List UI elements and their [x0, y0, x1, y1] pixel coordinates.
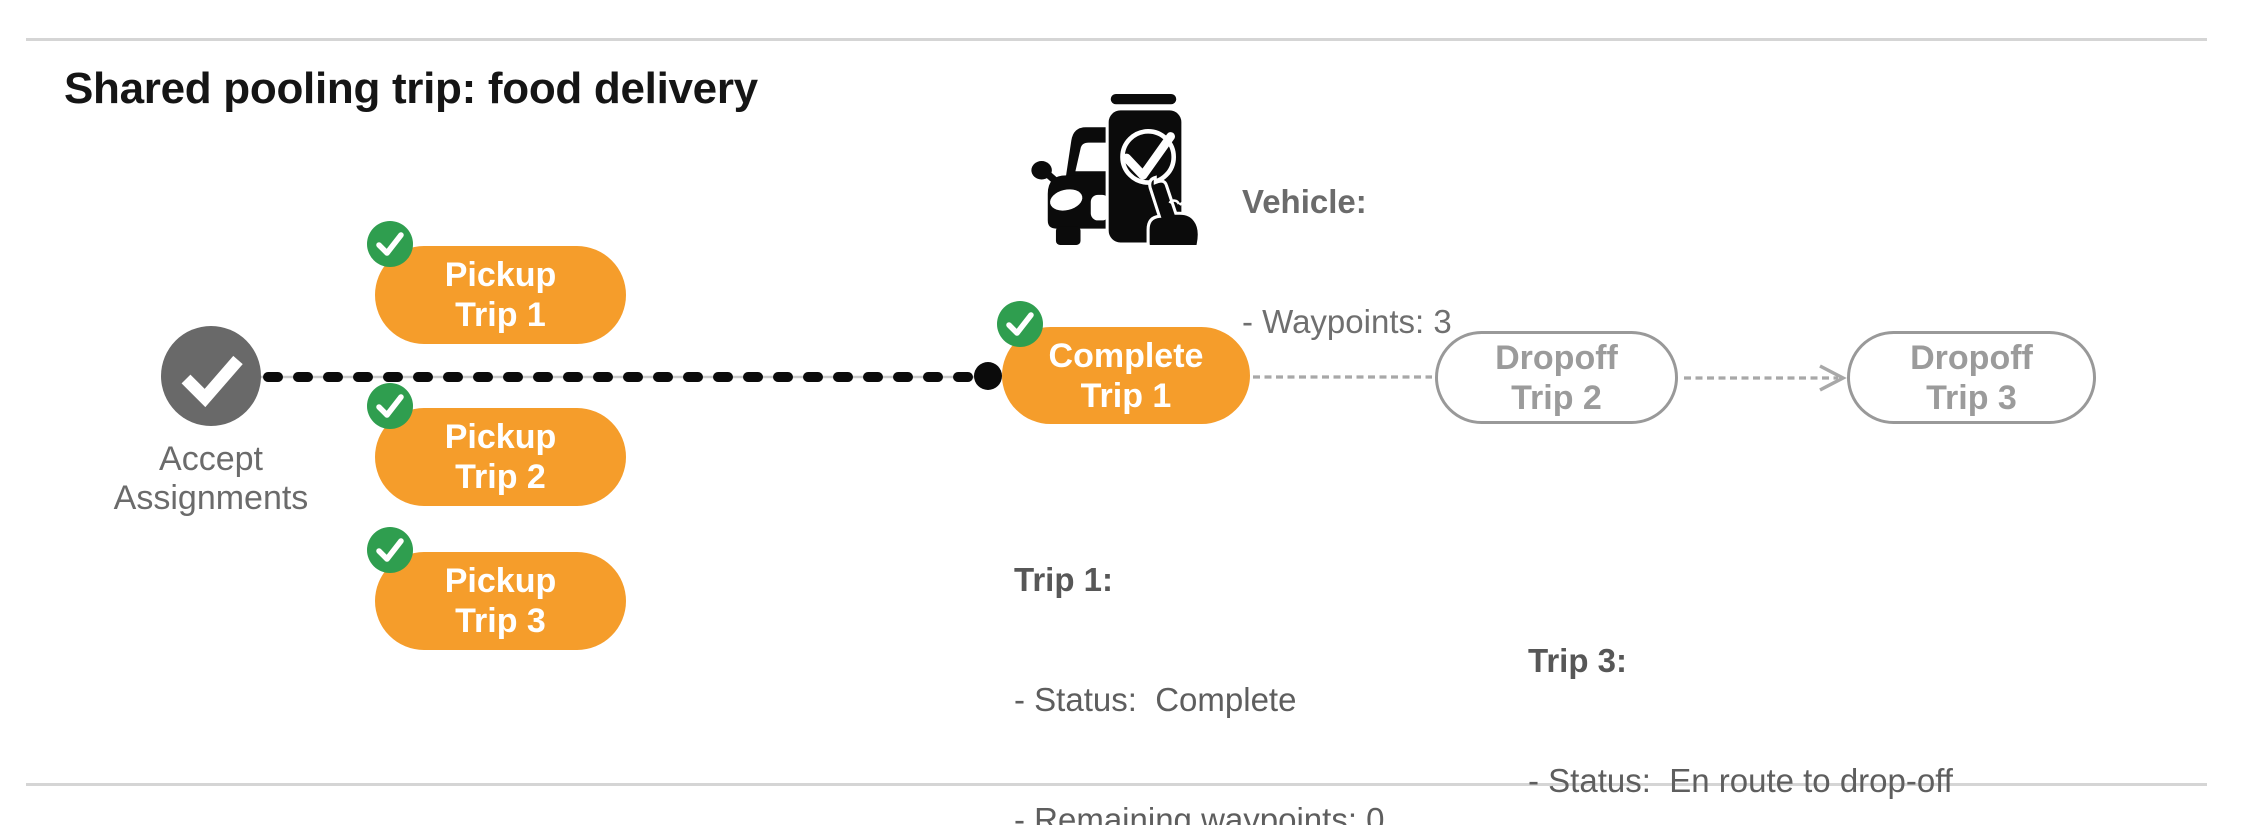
top-divider-line [26, 38, 2207, 41]
dropoff-2-line1: Dropoff [1495, 338, 1618, 377]
green-check-badge-icon [997, 301, 1043, 347]
white-check-icon [181, 355, 243, 408]
green-check-badge-icon [367, 383, 413, 429]
trip-1-heading: Trip 1: [1014, 561, 1114, 598]
complete-line1: Complete [1048, 336, 1204, 375]
complete-trip-1-node: Complete Trip 1 [997, 301, 1250, 424]
dropoff-2-line2: Trip 2 [1511, 378, 1602, 417]
dropoff-3-line2: Trip 3 [1926, 378, 2017, 417]
current-position-dot [974, 362, 1002, 390]
green-check-badge-icon [367, 527, 413, 573]
complete-line2: Trip 1 [1080, 376, 1172, 415]
accept-assignments-node [161, 326, 261, 426]
trip-1-remaining-waypoints: - Remaining waypoints: 0 [1014, 801, 1385, 825]
pickup-trip-2-node: Pickup Trip 2 [367, 383, 626, 506]
pickup-1-line1: Pickup [444, 256, 557, 294]
arrowhead-icon [1819, 364, 1847, 392]
green-check-badge-icon [367, 221, 413, 267]
pickup-trip-3-node: Pickup Trip 3 [367, 527, 626, 650]
pickup-1-line2: Trip 1 [455, 296, 546, 334]
vehicle-waypoints: - Waypoints: 3 [1242, 303, 1452, 340]
accept-assignments-label: Accept Assignments [35, 440, 387, 518]
pickup-3-line2: Trip 3 [455, 602, 546, 640]
pickup-3-line1: Pickup [444, 562, 557, 600]
trip-details-left: Trip 1: - Status: Complete - Remaining w… [1014, 480, 1439, 825]
accept-label-line2: Assignments [113, 479, 309, 517]
dropoff-3-line1: Dropoff [1910, 338, 2033, 377]
pickup-trip-1-node: Pickup Trip 1 [367, 221, 626, 344]
trip-details-right: Trip 3: - Status: En route to drop-off -… [1528, 561, 1953, 825]
trip-3-status: - Status: En route to drop-off [1528, 762, 1953, 799]
vehicle-info: Vehicle: - Waypoints: 3 [1242, 102, 1452, 422]
page-title: Shared pooling trip: food delivery [64, 64, 758, 113]
trip-1-status: - Status: Complete [1014, 681, 1297, 718]
pickup-2-line1: Pickup [444, 418, 557, 456]
vehicle-heading: Vehicle: [1242, 183, 1367, 220]
dropoff-trip-2-node: Dropoff Trip 2 [1435, 331, 1678, 424]
pickup-2-line2: Trip 2 [455, 458, 546, 496]
car-phone-check-icon [1031, 90, 1201, 245]
accept-label-line1: Accept [159, 440, 263, 478]
dropoff-trip-3-node: Dropoff Trip 3 [1847, 331, 2096, 424]
bottom-divider-line [26, 783, 2207, 786]
trip-3-heading: Trip 3: [1528, 642, 1628, 679]
